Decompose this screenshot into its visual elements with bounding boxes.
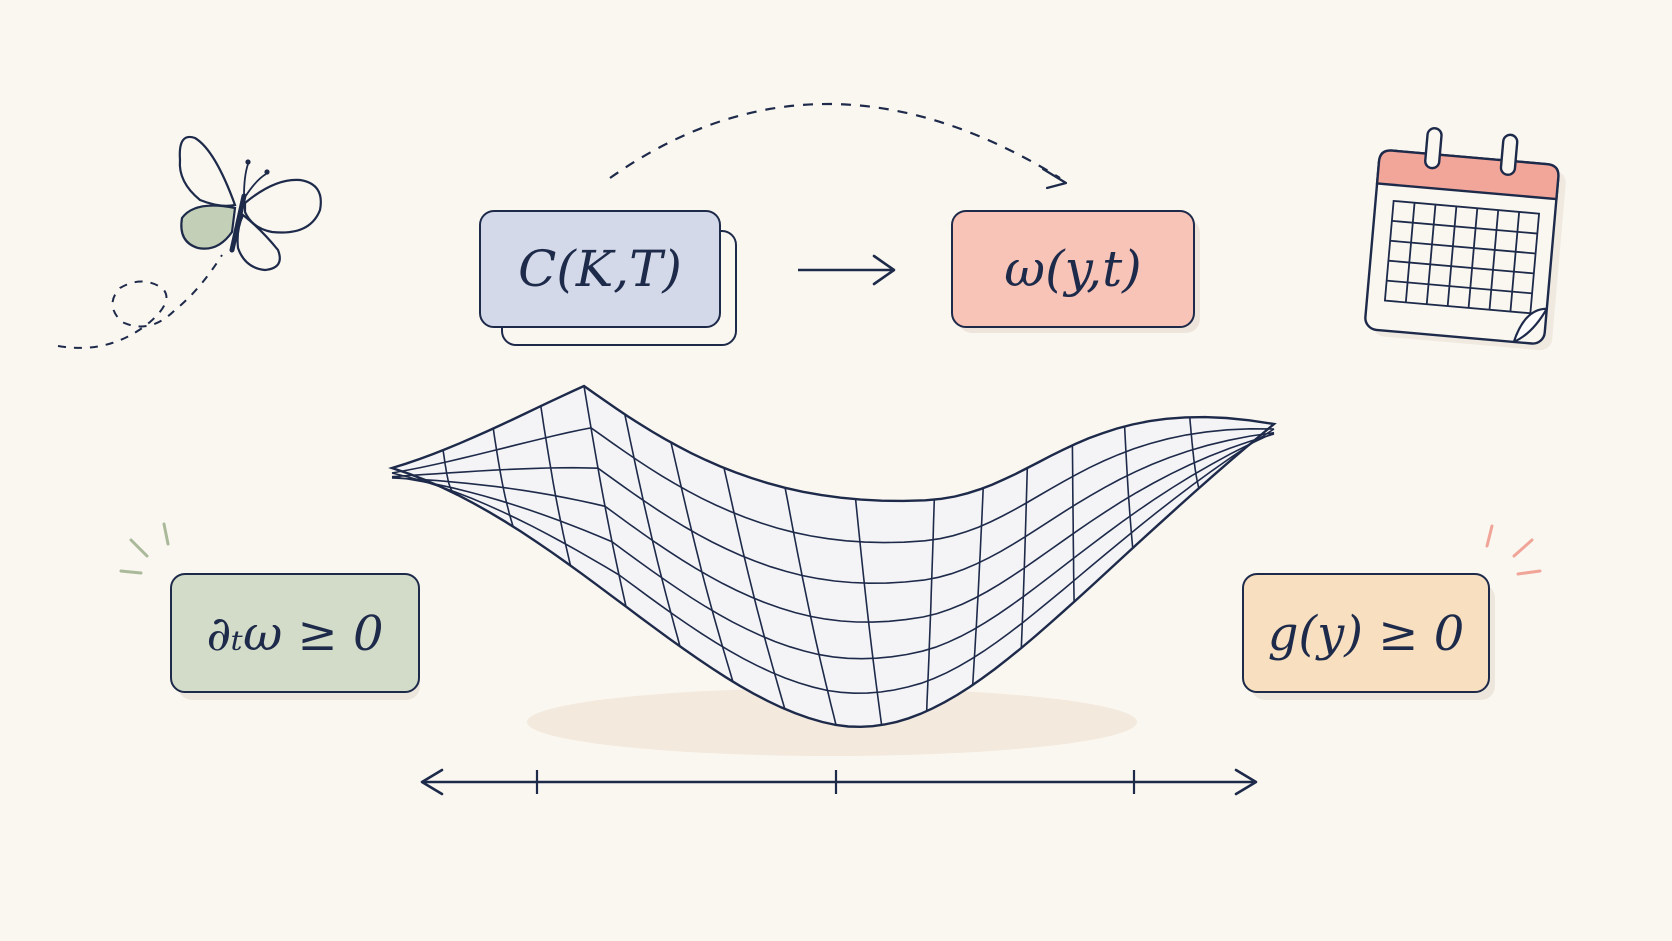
surface-mesh-line bbox=[624, 414, 681, 647]
page-curl bbox=[1512, 307, 1548, 344]
butterfly-condition-box: g(y) ≥ 0 bbox=[1242, 524, 1542, 700]
calendar-condition-box: ∂ₜω ≥ 0 bbox=[119, 522, 420, 700]
calendar-condition-formula: ∂ₜω ≥ 0 bbox=[206, 606, 383, 662]
variance-box: ω(y,t) bbox=[951, 210, 1200, 333]
surface-mesh-line bbox=[1189, 417, 1200, 489]
spark-lines bbox=[119, 522, 170, 575]
price-box: C(K,T) bbox=[479, 210, 737, 346]
surface-mesh-line bbox=[583, 385, 627, 607]
dashed-arc-arrow bbox=[609, 103, 1068, 190]
surface-mesh-line bbox=[723, 467, 786, 710]
surface-mesh-line bbox=[492, 428, 514, 527]
flight-path bbox=[57, 254, 223, 349]
surface-outline bbox=[388, 384, 1277, 729]
surface-mesh-line bbox=[971, 488, 984, 686]
surface-mesh-line bbox=[925, 499, 936, 712]
surface-mesh-line bbox=[854, 499, 883, 726]
surface-mesh-line bbox=[540, 405, 572, 566]
volatility-surface bbox=[388, 384, 1277, 729]
spark-lines bbox=[1485, 524, 1542, 576]
surface-mesh-line bbox=[1071, 445, 1075, 602]
calendar-icon bbox=[1364, 127, 1566, 351]
variance-formula: ω(y,t) bbox=[1004, 240, 1141, 298]
butterfly-condition-formula: g(y) ≥ 0 bbox=[1268, 606, 1465, 662]
butterfly-icon bbox=[57, 135, 322, 349]
surface-mesh-line bbox=[442, 449, 455, 494]
horizontal-axis bbox=[420, 768, 1258, 796]
surface-mesh-line bbox=[670, 442, 734, 682]
surface-mesh-line bbox=[1123, 426, 1134, 549]
surface-mesh-line bbox=[784, 487, 837, 726]
solid-arrow bbox=[798, 254, 896, 286]
surface-mesh-line bbox=[1020, 467, 1029, 649]
price-formula: C(K,T) bbox=[518, 240, 682, 298]
